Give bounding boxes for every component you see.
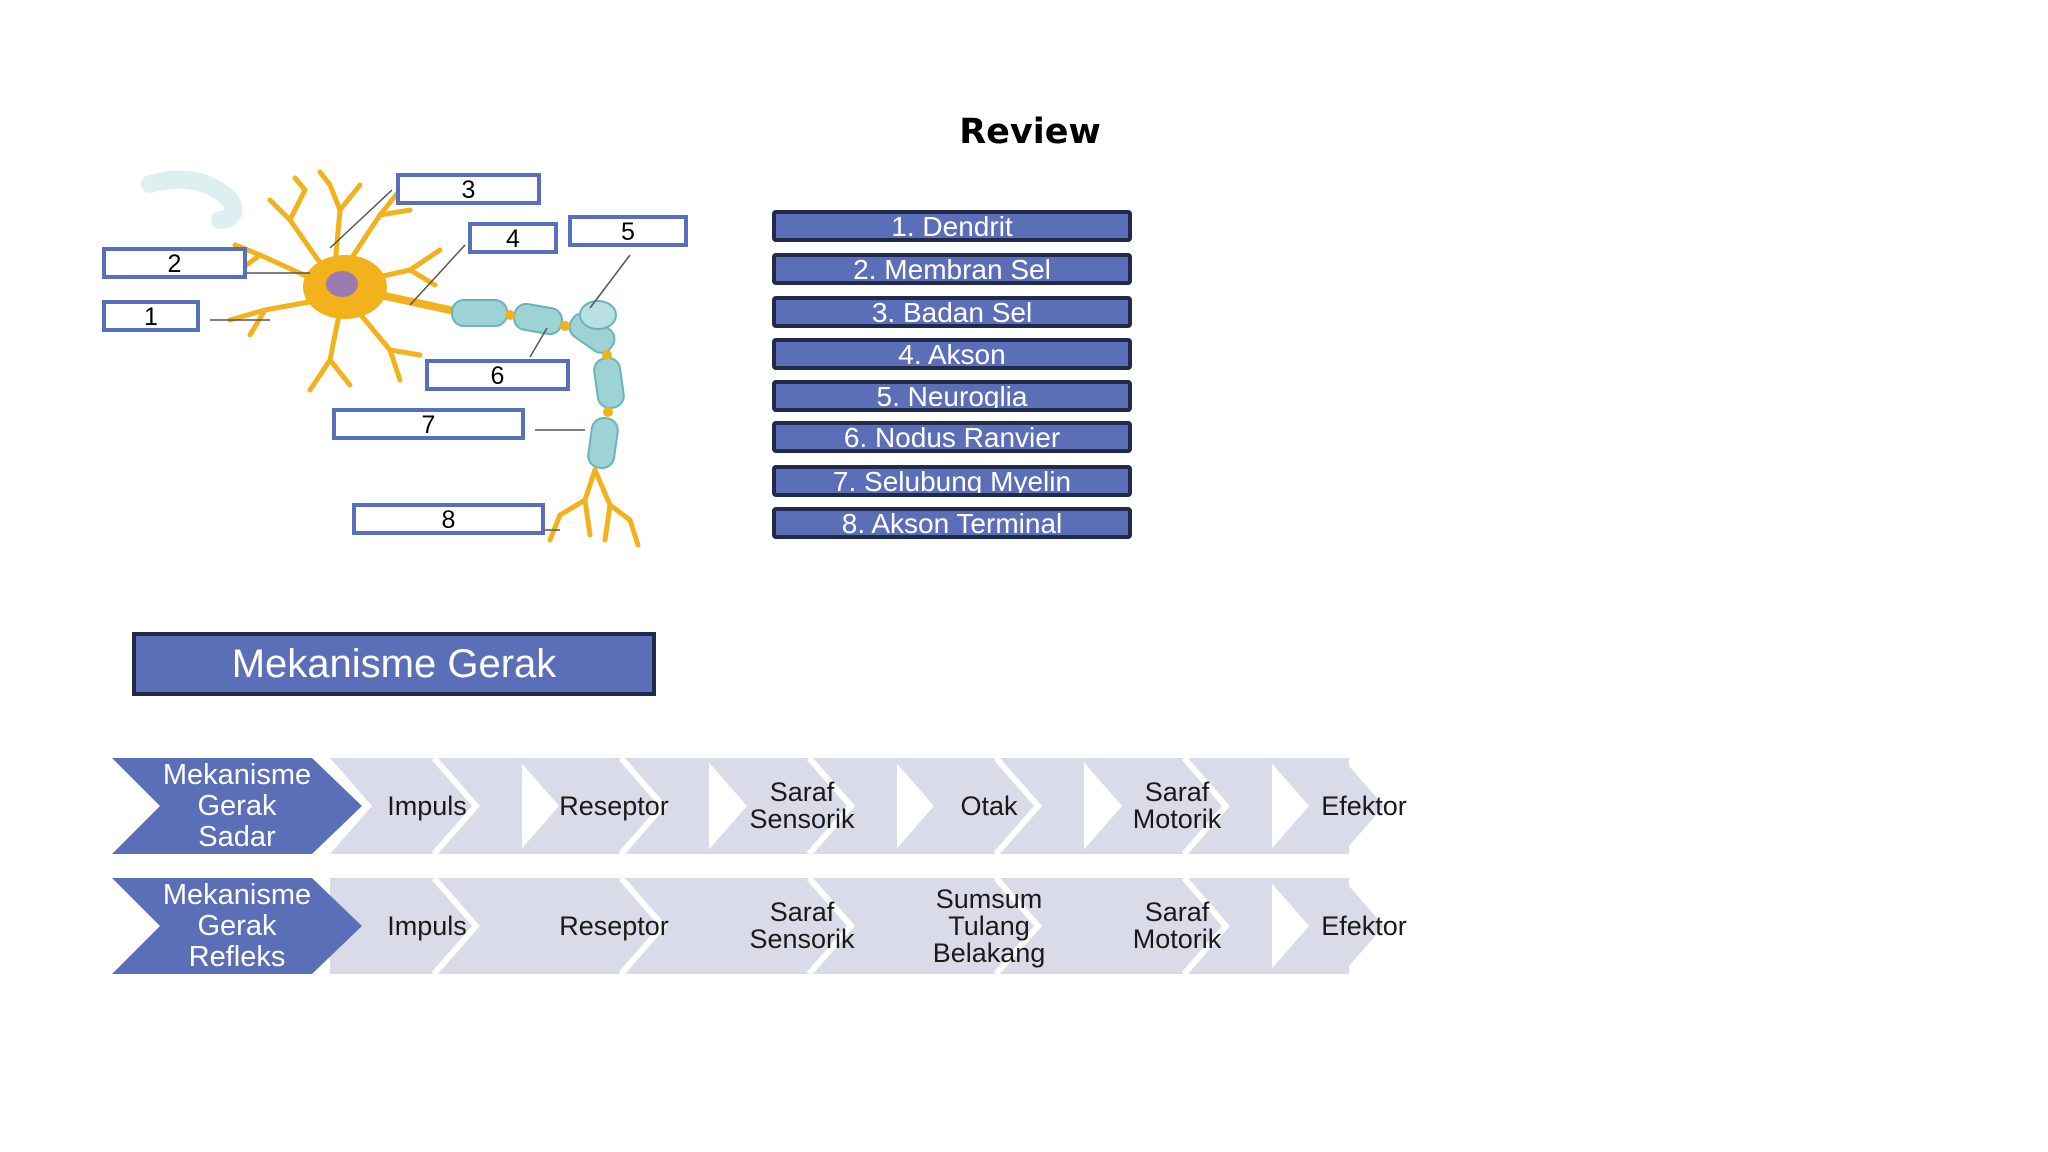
neuron-label-box[interactable]: 5 (568, 215, 688, 247)
flow-chevrons (112, 758, 1384, 854)
flow-step: Reseptor (559, 910, 669, 941)
answer-item: 6. Nodus Ranvier (772, 421, 1132, 453)
flow-step: Impuls (387, 790, 467, 821)
neuron-diagram: 1 2 3 4 5 6 7 8 (90, 160, 710, 550)
neuron-label-box[interactable]: 3 (396, 173, 541, 205)
answer-item: 8. Akson Terminal (772, 507, 1132, 539)
flow-step: Saraf Motorik (1132, 897, 1222, 954)
neuron-label-box[interactable]: 2 (102, 247, 247, 279)
flow-step: Saraf Sensorik (749, 777, 855, 834)
answer-item: 3. Badan Sel (772, 296, 1132, 328)
neuron-label-box[interactable]: 6 (425, 359, 570, 391)
section-title: Mekanisme Gerak (132, 632, 656, 696)
flow-step: Sumsum Tulang Belakang (932, 883, 1046, 968)
neuron-illustration (141, 169, 641, 548)
flow-step: Otak (960, 790, 1018, 821)
answer-item: 1. Dendrit (772, 210, 1132, 242)
flow-step: Saraf Sensorik (749, 897, 855, 954)
answer-item: 4. Akson (772, 338, 1132, 370)
flow-chevrons (112, 878, 1384, 974)
review-title: Review (959, 112, 1101, 152)
flow-step: Reseptor (559, 790, 669, 821)
answer-item: 2. Membran Sel (772, 253, 1132, 285)
flow-row-refleks: Mekanisme Gerak Refleks Impuls Reseptor … (112, 878, 1492, 974)
flow-step: Saraf Motorik (1132, 777, 1222, 834)
flow-step: Efektor (1321, 910, 1407, 941)
flow-head: Mekanisme Gerak Sadar (162, 758, 312, 853)
flow-step: Efektor (1321, 790, 1407, 821)
neuron-label-box[interactable]: 1 (102, 300, 200, 332)
neuron-label-box[interactable]: 4 (468, 222, 558, 254)
flow-step: Impuls (387, 910, 467, 941)
answer-item: 5. Neuroglia (772, 380, 1132, 412)
flow-row-sadar: Mekanisme Gerak Sadar Impuls Reseptor Sa… (112, 758, 1492, 854)
answer-item: 7. Selubung Myelin (772, 465, 1132, 497)
neuron-label-box[interactable]: 8 (352, 503, 545, 535)
neuron-label-box[interactable]: 7 (332, 408, 525, 440)
flow-head: Mekanisme Gerak Refleks (162, 878, 312, 973)
